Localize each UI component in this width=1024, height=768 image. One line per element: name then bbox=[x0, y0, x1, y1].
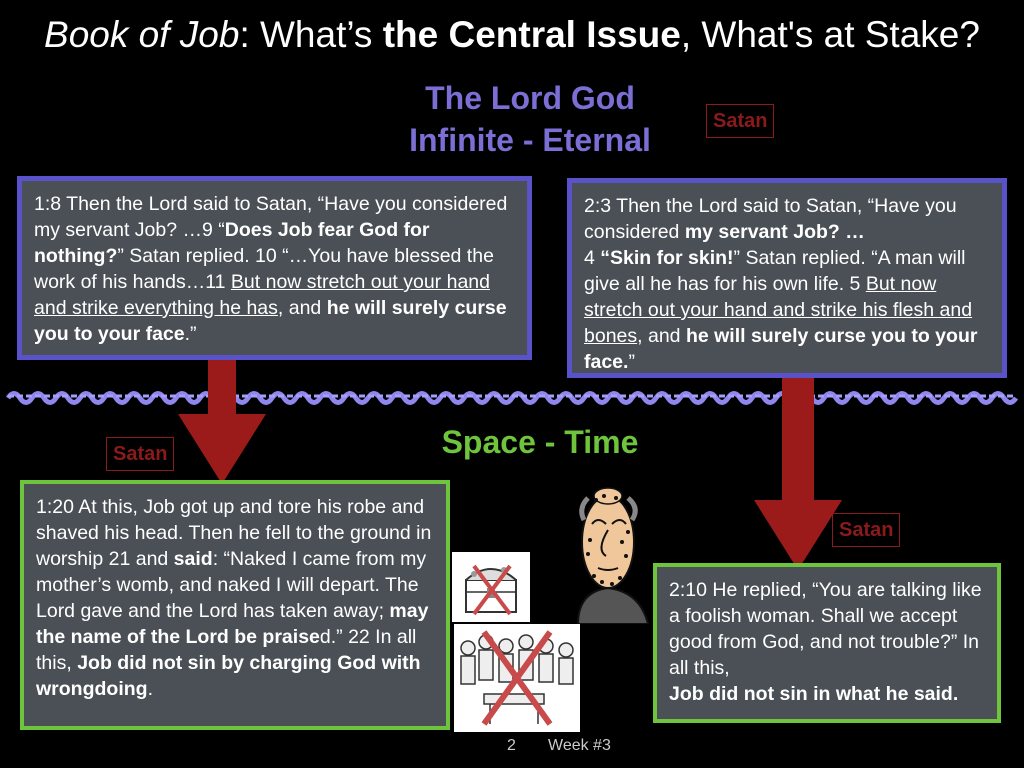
quote-box-2-3: 2:3 Then the Lord said to Satan, “Have y… bbox=[567, 178, 1007, 378]
box2-text-3: 4 bbox=[584, 247, 601, 269]
heaven-heading-line2: Infinite - Eternal bbox=[409, 122, 651, 158]
satan-tag-left: Satan bbox=[106, 437, 175, 471]
page-number: 2 bbox=[507, 737, 516, 754]
box1-text-4: But now stretch out your hand and strike… bbox=[34, 271, 490, 319]
quote-box-2-10: 2:10 He replied, “You are talking like a… bbox=[653, 563, 1001, 723]
box2-text-7: , and bbox=[637, 325, 686, 347]
box1-text-7: .” bbox=[184, 323, 197, 345]
title-central-issue: the Central Issue bbox=[382, 14, 681, 55]
box3-text-3: : “Naked I came from my mother’s womb, a… bbox=[36, 548, 427, 622]
box1-text-5: , and bbox=[277, 297, 327, 319]
satan-tag-right: Satan bbox=[832, 513, 901, 547]
box1-text-3: ” Satan replied. 10 “…You have blessed t… bbox=[34, 245, 494, 293]
satan-tag-heaven: Satan bbox=[706, 104, 775, 138]
quote-box-1-20: 1:20 At this, Job got up and tore his ro… bbox=[20, 480, 450, 730]
arrow-down-right bbox=[754, 372, 842, 570]
box1-text-2: Does Job fear God for nothing? bbox=[34, 219, 430, 267]
week-label: Week #3 bbox=[548, 737, 611, 754]
earth-heading: Space - Time bbox=[441, 424, 639, 460]
box2-text-2: my servant Job? … bbox=[684, 221, 865, 243]
box4-text-1: 2:10 He replied, “You are talking like a… bbox=[669, 579, 982, 679]
title-mid: : What’s bbox=[239, 14, 383, 55]
heaven-heading-line1: The Lord God bbox=[425, 80, 635, 116]
box3-text-1: 1:20 At this, Job got up and tore his ro… bbox=[36, 496, 432, 570]
title-book: Book of Job bbox=[44, 14, 240, 55]
arrow-down-left bbox=[178, 358, 266, 484]
box3-text-4: may the name of the Lord be praise bbox=[36, 600, 429, 648]
box1-text-6: he will surely curse you to your face bbox=[34, 297, 507, 345]
quote-box-1-8: 1:8 Then the Lord said to Satan, “Have y… bbox=[17, 176, 532, 360]
job-sick-figure-image bbox=[576, 487, 650, 624]
box2-text-8: he will surely curse you to your face. bbox=[584, 325, 978, 373]
family-crossed-image bbox=[454, 624, 580, 732]
box2-text-9: ” bbox=[628, 351, 635, 373]
heaven-earth-divider bbox=[5, 391, 1019, 405]
title-end: , What's at Stake? bbox=[680, 14, 980, 55]
box3-text-7: . bbox=[147, 678, 153, 700]
box3-text-2: said bbox=[173, 548, 213, 570]
box2-text-1: 2:3 Then the Lord said to Satan, “Have y… bbox=[584, 195, 957, 243]
box4-text-2: Job did not sin in what he said. bbox=[669, 683, 959, 705]
slide-title: Book of Job: What’s the Central Issue, W… bbox=[0, 14, 1024, 56]
box2-text-5: ” Satan replied. “A man will give all he… bbox=[584, 247, 966, 295]
box1-text-1: 1:8 Then the Lord said to Satan, “Have y… bbox=[34, 193, 508, 241]
box3-text-5: d.” 22 In all this, bbox=[36, 626, 417, 674]
treasure-chest-crossed-image bbox=[452, 552, 530, 622]
box2-text-4: “Skin for skin! bbox=[600, 247, 734, 269]
box2-text-6: But now stretch out your hand and strike… bbox=[584, 273, 973, 347]
box3-text-6: Job did not sin by charging God with wro… bbox=[36, 652, 421, 700]
